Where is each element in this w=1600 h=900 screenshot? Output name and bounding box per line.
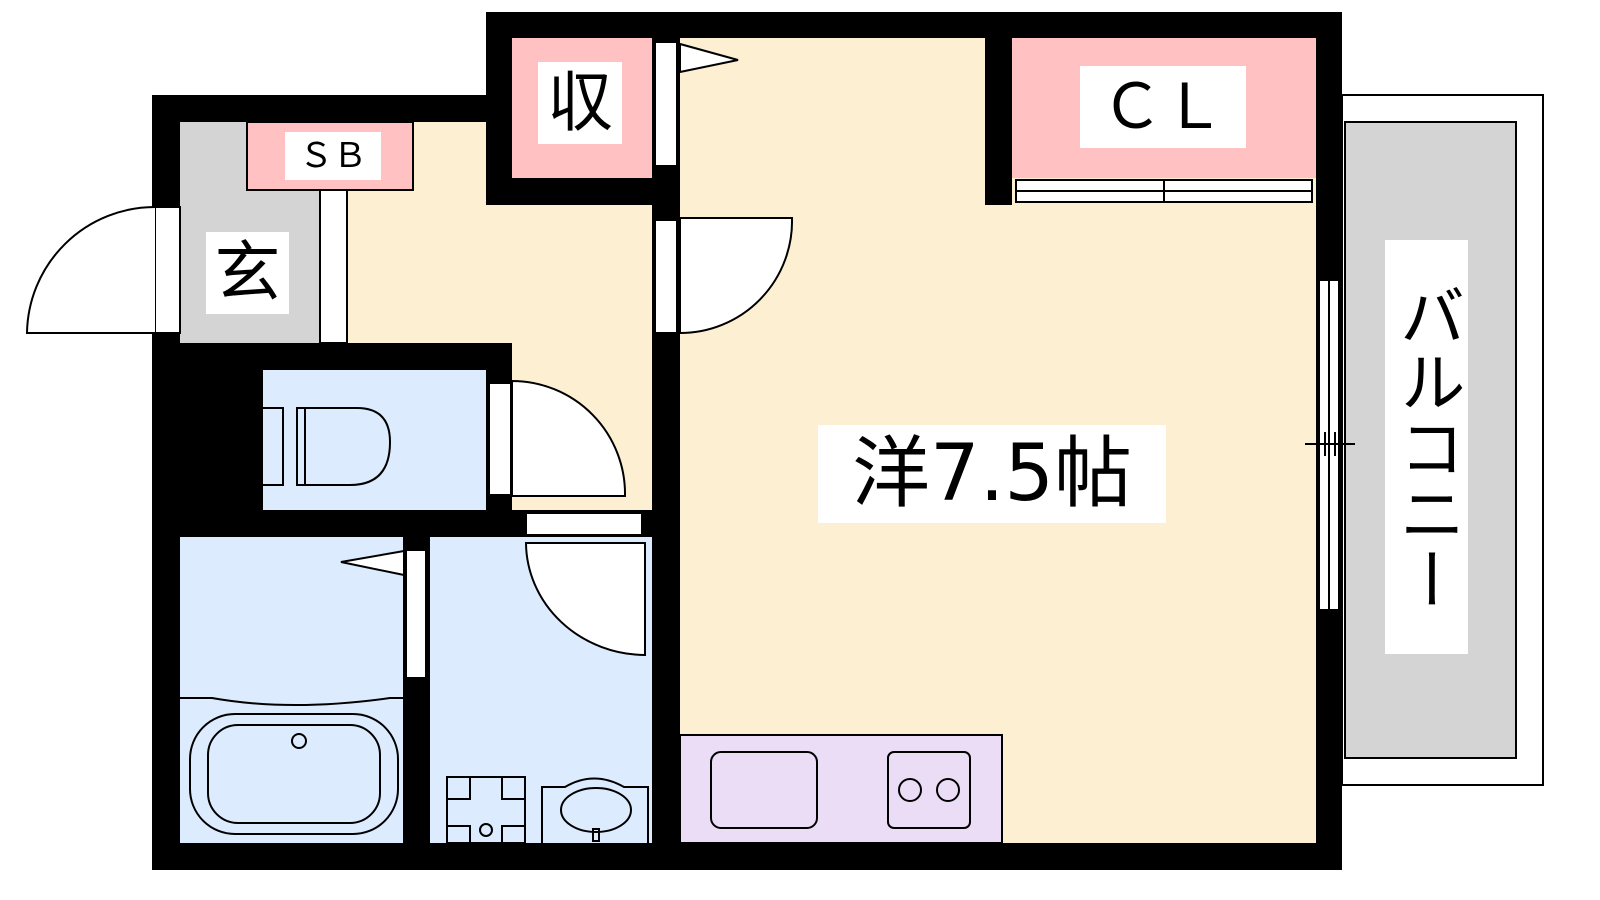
storage-label: 収: [538, 62, 622, 144]
toilet-door-swing: [511, 379, 627, 497]
washroom-door[interactable]: [525, 512, 643, 536]
storage-door[interactable]: [654, 41, 678, 167]
sink-icon: [710, 751, 818, 829]
front-door-swing: [25, 206, 156, 334]
room-door-swing: [679, 217, 794, 335]
entrance-label: 玄: [206, 232, 289, 314]
storage-door-swing: [679, 42, 739, 74]
western-room-label: 洋7.5帖: [818, 425, 1166, 523]
toilet-icon: [263, 407, 392, 486]
toilet-room: [263, 370, 486, 510]
front-door[interactable]: [154, 206, 181, 334]
bathtub-icon: [180, 697, 403, 835]
bathroom-door-swing: [340, 549, 405, 577]
hall-floor: [486, 205, 652, 343]
toilet-door[interactable]: [488, 382, 512, 496]
entrance-step: [319, 189, 348, 344]
washbasin-icon: [541, 777, 649, 843]
balcony-label: バルコニー: [1385, 240, 1468, 654]
bathroom-door[interactable]: [405, 549, 427, 679]
washing-machine-icon: [446, 776, 526, 844]
bathroom: [180, 537, 403, 843]
closet-label: ＣＬ: [1080, 66, 1246, 148]
stove-icon: [887, 751, 971, 829]
closet-wall: [985, 38, 1012, 205]
washroom-door-swing: [524, 542, 646, 657]
room-door[interactable]: [654, 219, 678, 334]
shoe-box-label: ＳＢ: [285, 132, 381, 180]
